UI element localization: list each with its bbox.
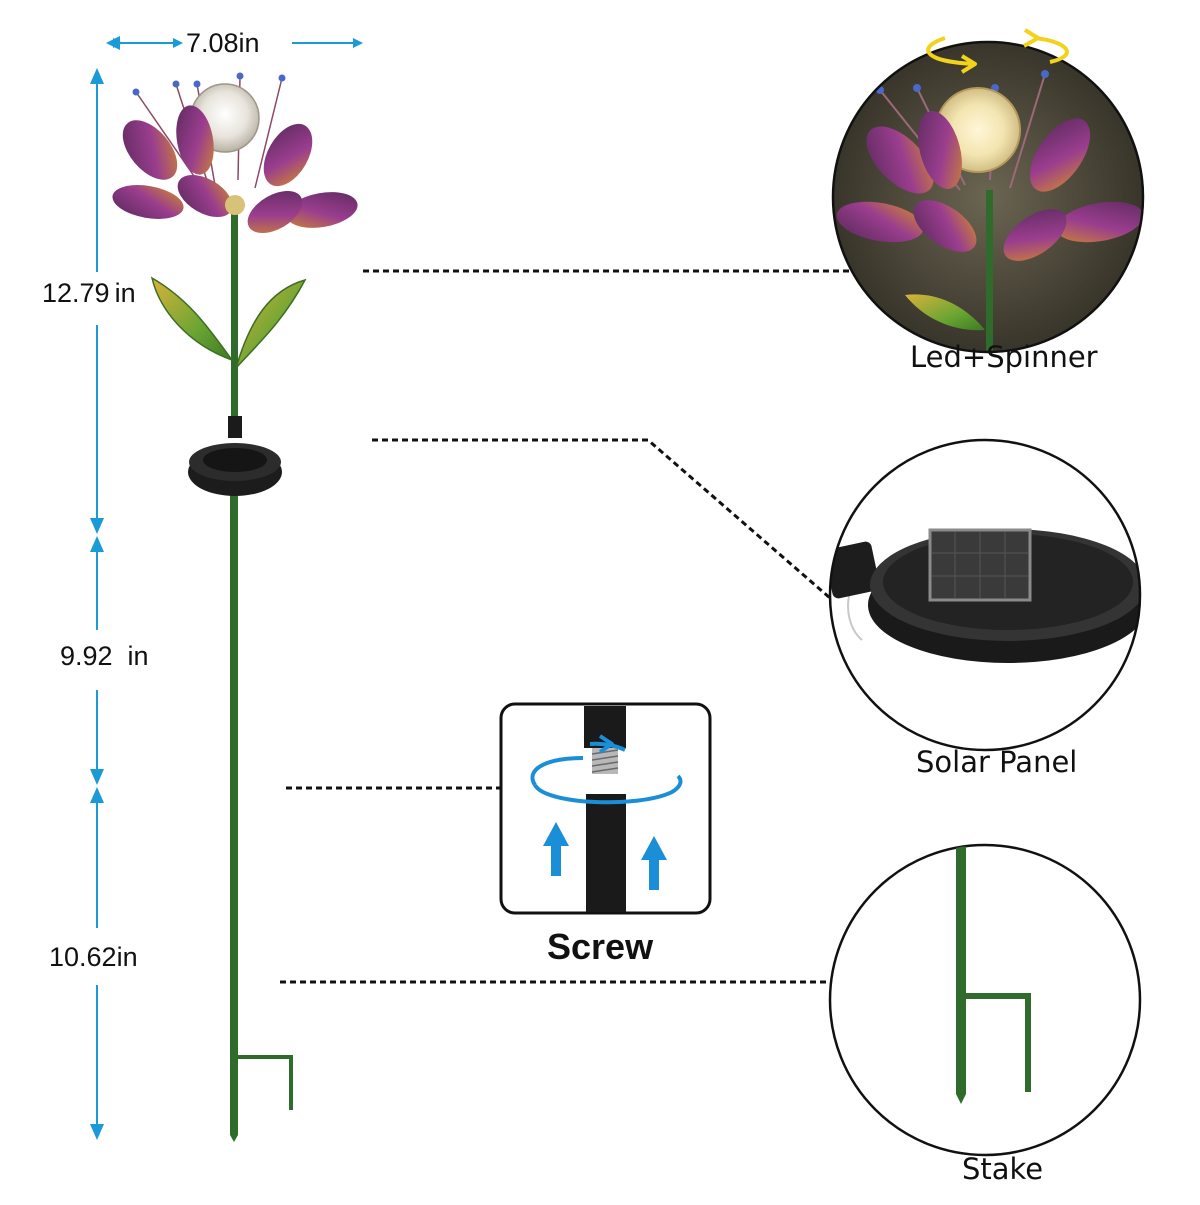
- lower-stem: [230, 490, 238, 1135]
- leader-lines: [280, 269, 862, 984]
- solar-panel-icon: [188, 416, 282, 496]
- stake-hook: [238, 1055, 293, 1110]
- top-height-unit: in: [114, 278, 136, 308]
- lower-tube-icon: [586, 794, 626, 912]
- up-arrow-icon: [543, 822, 667, 890]
- led-spinner-detail: [831, 28, 1145, 354]
- middle-height-label: 9.92 in: [60, 641, 149, 671]
- rotation-arrow-icon: [926, 28, 1069, 74]
- screw-joint-detail: [499, 702, 712, 915]
- top-height-value: 12.79: [42, 278, 110, 308]
- stake-detail: [828, 843, 1142, 1157]
- stake-caption: Stake: [962, 1152, 1044, 1186]
- flower-stake-product: [112, 72, 358, 1142]
- bottom-height-label: 10.62in: [49, 942, 138, 972]
- solar-panel-detail: [828, 438, 1142, 752]
- leaf-icon: [150, 276, 307, 369]
- width-label: 7.08in: [186, 28, 260, 58]
- solar-panel-caption: Solar Panel: [916, 745, 1078, 779]
- flower-icon: [112, 72, 358, 234]
- led-spinner-caption: Led+Spinner: [910, 340, 1098, 374]
- width-dimension-arrow: [106, 36, 363, 50]
- screw-caption: Screw: [547, 926, 654, 967]
- upper-stem: [231, 205, 238, 435]
- stake-icon: [956, 845, 1031, 1104]
- height-dimension-arrows: [90, 68, 104, 1140]
- rotation-arrow-icon: [530, 734, 683, 805]
